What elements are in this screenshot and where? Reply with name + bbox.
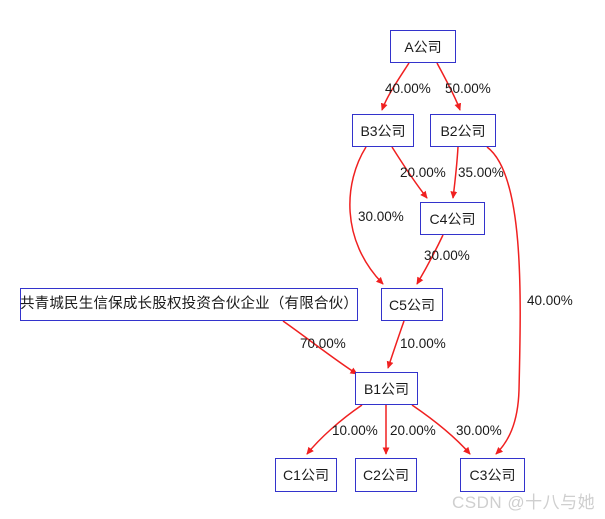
edge-label-b2-c4: 35.00% xyxy=(458,165,504,180)
node-b2-company[interactable]: B2公司 xyxy=(430,114,496,147)
edge-label-b3-c5: 30.00% xyxy=(358,209,404,224)
edge-a-to-b2 xyxy=(436,62,462,111)
edge-c4-to-c5 xyxy=(416,234,444,285)
node-c1-company[interactable]: C1公司 xyxy=(275,458,337,492)
node-label: C3公司 xyxy=(469,467,516,483)
edge-label-c4-c5: 30.00% xyxy=(424,248,470,263)
node-b1-company[interactable]: B1公司 xyxy=(355,372,418,405)
edge-b1-to-c1 xyxy=(306,404,363,455)
node-label: C1公司 xyxy=(283,467,329,483)
edge-b1-to-c3 xyxy=(411,404,471,455)
node-c2-company[interactable]: C2公司 xyxy=(355,458,417,492)
node-label: C5公司 xyxy=(389,296,435,313)
edge-label-b1-c2: 20.00% xyxy=(390,423,436,438)
edge-b3-to-c5 xyxy=(349,146,384,285)
node-label: C2公司 xyxy=(363,467,409,483)
edge-label-b2-c3: 40.00% xyxy=(527,293,573,308)
edge-c5-to-b1 xyxy=(386,320,405,369)
edge-label-a-b2: 50.00% xyxy=(445,81,491,96)
edge-label-a-b3: 40.00% xyxy=(385,81,431,96)
edge-label-b3-c4: 20.00% xyxy=(400,165,446,180)
node-label: B3公司 xyxy=(360,122,406,139)
node-c4-company[interactable]: C4公司 xyxy=(420,202,485,235)
csdn-watermark: CSDN @十八与她 xyxy=(452,493,596,512)
edge-label-b1-c1: 10.00% xyxy=(332,423,378,438)
edge-b2-to-c4 xyxy=(450,146,459,199)
node-b3-company[interactable]: B3公司 xyxy=(352,114,414,147)
node-c3-company[interactable]: C3公司 xyxy=(460,458,525,492)
edge-label-c5-b1: 10.00% xyxy=(400,336,446,351)
edge-label-b1-c3: 30.00% xyxy=(456,423,502,438)
node-label: C4公司 xyxy=(429,210,476,227)
edge-label-fund-b1: 70.00% xyxy=(300,336,346,351)
node-label: A公司 xyxy=(404,38,442,55)
edge-b2-to-c3 xyxy=(486,146,521,455)
node-label: B1公司 xyxy=(363,380,410,397)
edge-b3-to-c4 xyxy=(391,146,428,199)
node-a-company[interactable]: A公司 xyxy=(390,30,456,63)
edge-fund-to-b1 xyxy=(282,320,358,375)
node-c5-company[interactable]: C5公司 xyxy=(381,288,443,321)
node-label: B2公司 xyxy=(440,122,486,139)
node-label: 共青城民生信保成长股权投资合伙企业（有限合伙） xyxy=(19,296,359,313)
edge-a-to-b3 xyxy=(380,62,410,111)
node-fund-partnership[interactable]: 共青城民生信保成长股权投资合伙企业（有限合伙） xyxy=(20,288,358,321)
